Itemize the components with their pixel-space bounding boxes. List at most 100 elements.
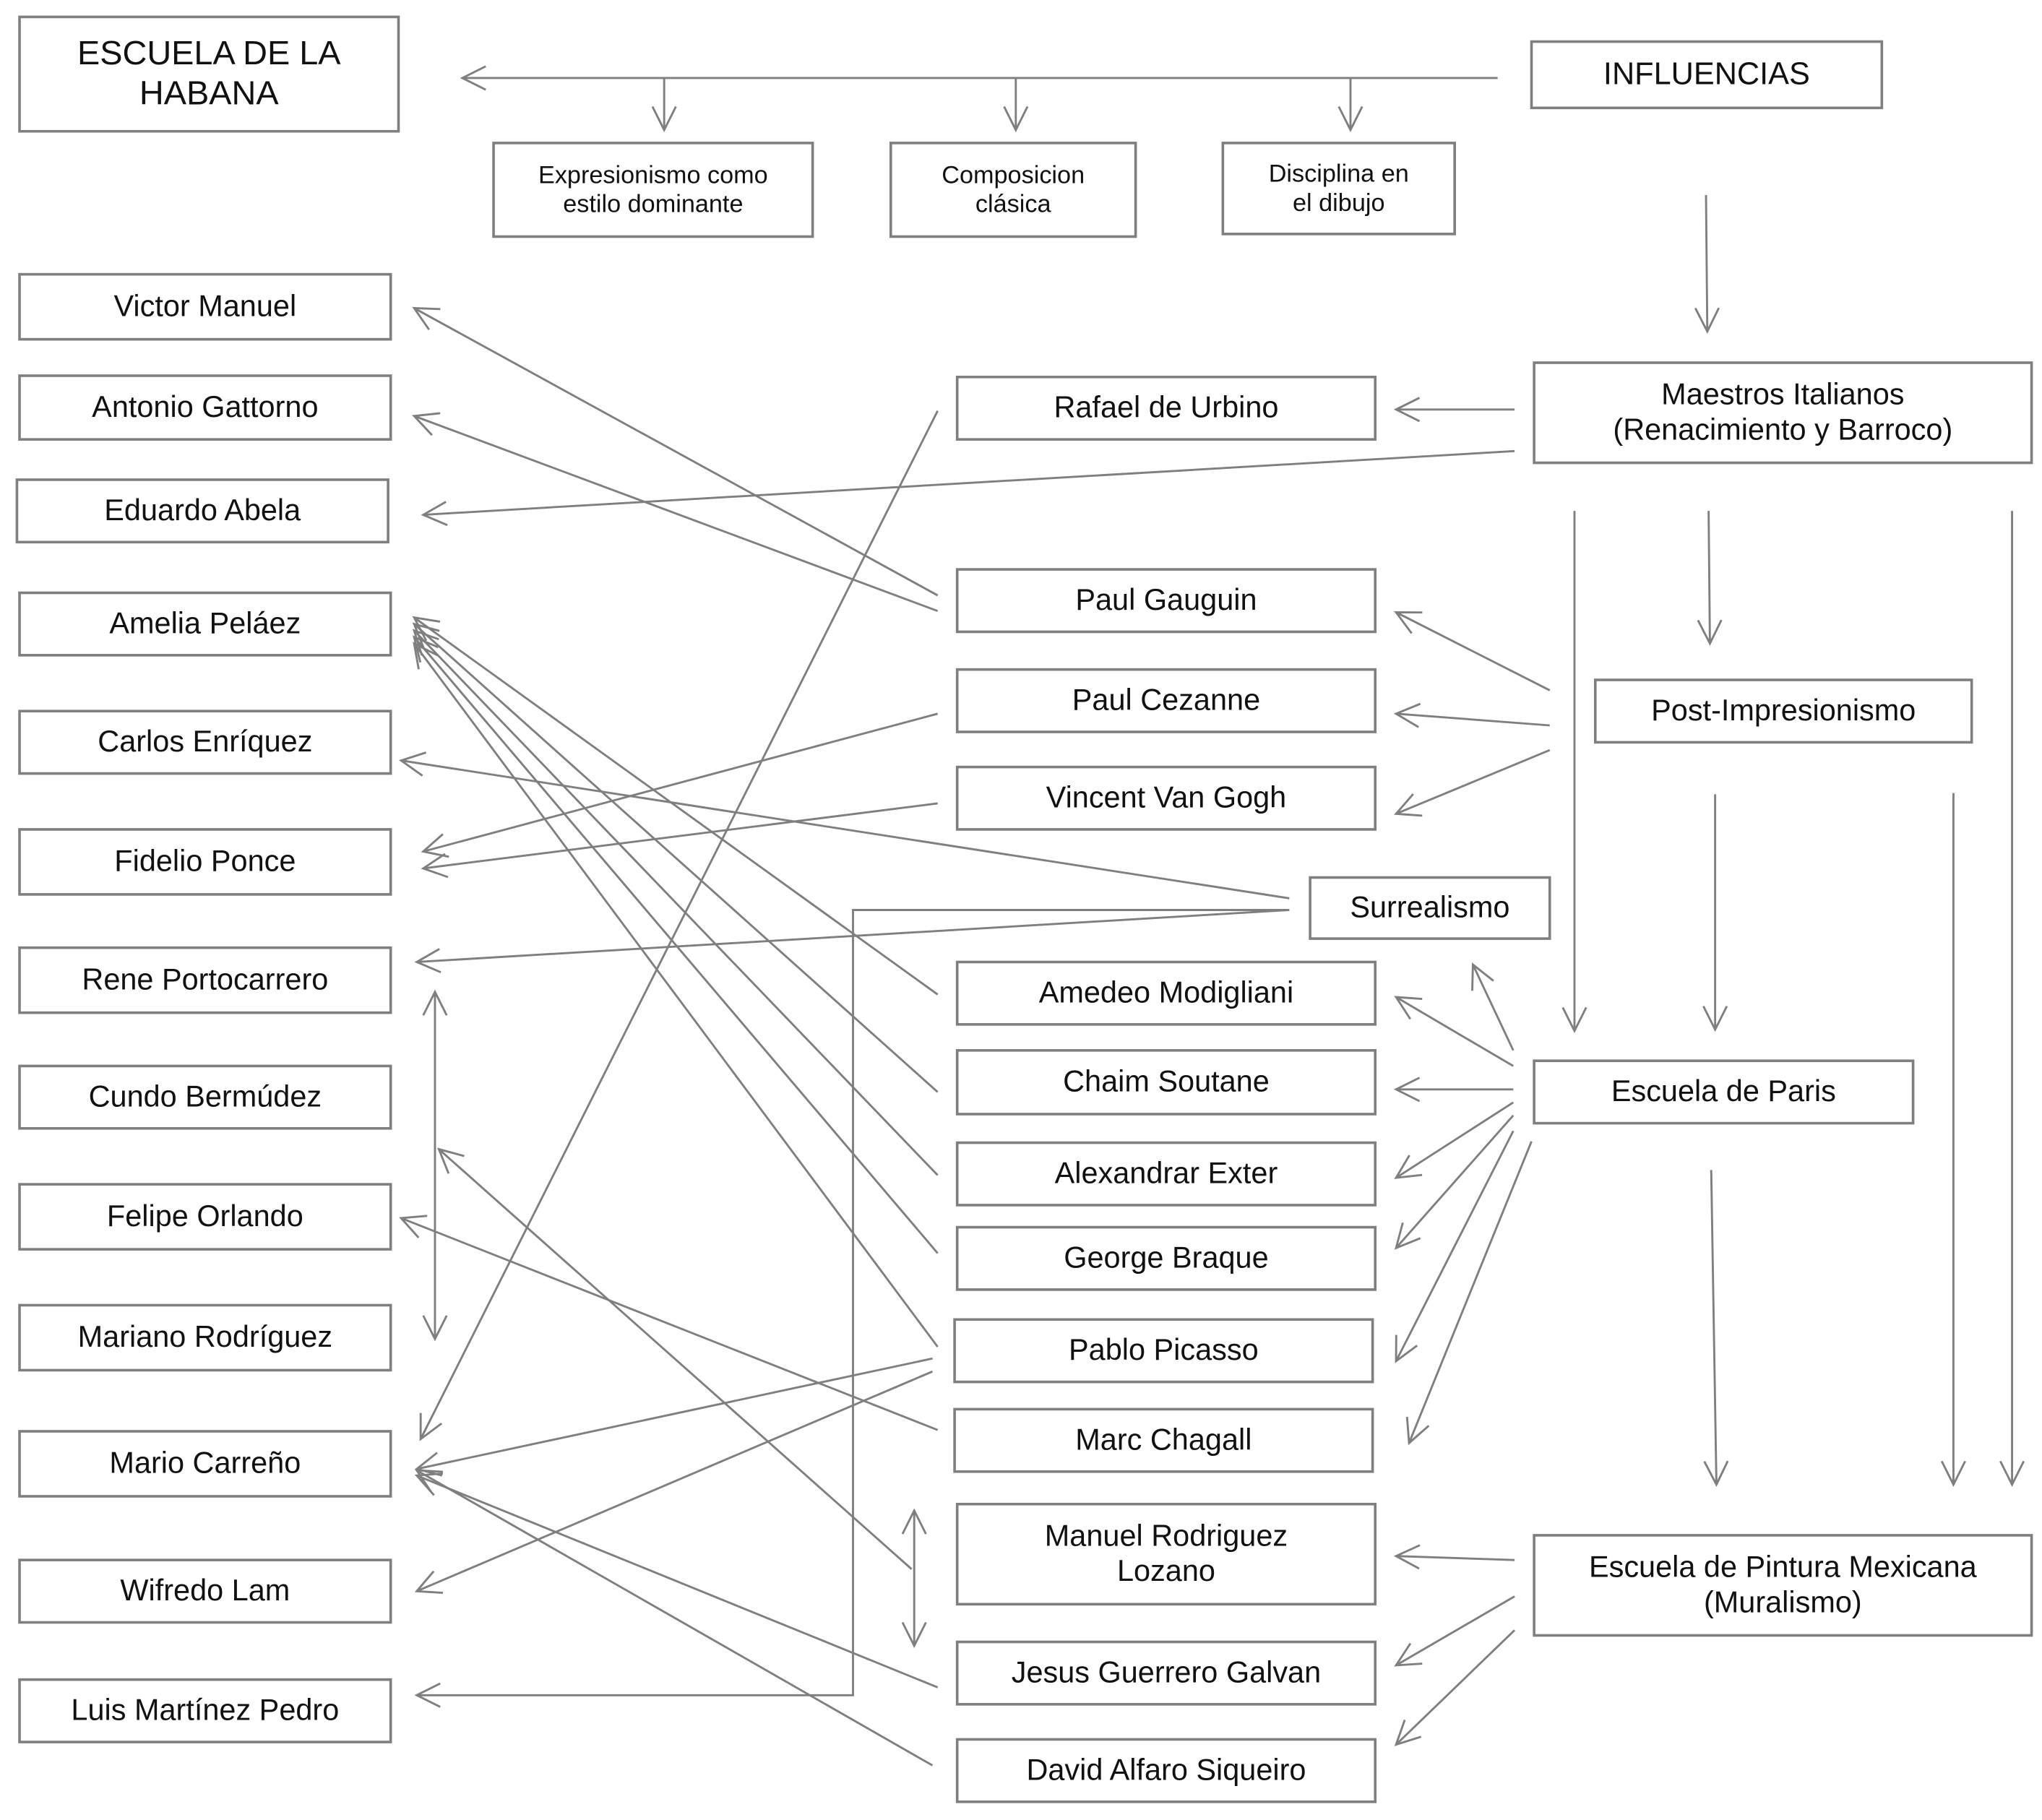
node-label: David Alfaro Siqueiro bbox=[1026, 1753, 1306, 1786]
node-box bbox=[18, 1303, 392, 1372]
edge-surrealismo-to-martinez bbox=[416, 909, 1290, 1696]
node-gattorno: Antonio Gattorno bbox=[18, 374, 392, 441]
node-box bbox=[1533, 361, 2033, 465]
node-label: Disciplina en bbox=[1269, 160, 1409, 188]
edge-cezanne-to-ponce bbox=[423, 712, 939, 853]
node-label: Fidelio Ponce bbox=[114, 845, 296, 878]
arrowhead-icon bbox=[1394, 996, 1423, 1020]
node-label: Rene Portocarrero bbox=[82, 962, 328, 996]
edge-influencias-to-italianos bbox=[1705, 194, 1709, 332]
node-soutane: Chaim Soutane bbox=[955, 1049, 1377, 1116]
node-box bbox=[955, 1502, 1377, 1606]
node-box bbox=[955, 568, 1377, 634]
edge-postimp-to-gauguin bbox=[1395, 611, 1551, 691]
arrowhead-icon bbox=[421, 501, 448, 527]
node-box bbox=[1594, 678, 1973, 744]
arrowhead-icon bbox=[1394, 611, 1423, 634]
arrowhead-icon bbox=[1394, 793, 1423, 817]
node-label: HABANA bbox=[139, 74, 279, 111]
node-box bbox=[1533, 1059, 1915, 1125]
node-box bbox=[955, 765, 1377, 831]
node-surrealismo: Surrealismo bbox=[1309, 876, 1551, 940]
arrowhead-icon bbox=[421, 833, 449, 858]
node-label: (Muralismo) bbox=[1704, 1585, 1862, 1618]
node-label: Alexandrar Exter bbox=[1055, 1157, 1278, 1190]
node-label: Escuela de Pintura Mexicana bbox=[1589, 1551, 1978, 1584]
edge-paris-to-picasso bbox=[1395, 1130, 1515, 1362]
node-box bbox=[955, 375, 1377, 441]
node-box bbox=[18, 946, 392, 1014]
edge-postimp-to-vangogh bbox=[1395, 749, 1551, 815]
edge-modigliani-to-pelaez bbox=[413, 616, 939, 996]
node-box bbox=[889, 142, 1137, 238]
node-label: Escuela de Paris bbox=[1611, 1074, 1836, 1108]
edges-layer bbox=[398, 65, 2025, 1767]
arrowhead-icon bbox=[1393, 702, 1421, 728]
node-modigliani: Amedeo Modigliani bbox=[955, 960, 1377, 1026]
node-label: (Renacimiento y Barroco) bbox=[1613, 413, 1952, 446]
edge-postimp-to-cezanne bbox=[1395, 712, 1550, 727]
node-gauguin: Paul Gauguin bbox=[955, 568, 1377, 634]
node-box bbox=[1309, 876, 1551, 940]
node-mexicana: Escuela de Pintura Mexicana(Muralismo) bbox=[1533, 1534, 2033, 1637]
node-label: Mariano Rodríguez bbox=[78, 1320, 332, 1353]
node-label: Antonio Gattorno bbox=[92, 390, 318, 423]
edge-soutane-to-pelaez bbox=[413, 623, 939, 1093]
node-box bbox=[18, 1183, 392, 1251]
node-box bbox=[18, 374, 392, 441]
arrowhead-icon bbox=[1393, 1544, 1421, 1570]
edge-mexicana-to-guerrero bbox=[1395, 1595, 1515, 1667]
node-label: Manuel Rodriguez bbox=[1045, 1519, 1288, 1552]
arrowhead-icon bbox=[1561, 1006, 1587, 1034]
node-box bbox=[955, 1141, 1377, 1207]
edge-mexicana-to-siqueiro bbox=[1395, 1629, 1516, 1746]
edge-lozano-to-bermudez bbox=[438, 1148, 913, 1570]
node-victor: Victor Manuel bbox=[18, 272, 392, 341]
edge-chagall-to-orlando bbox=[400, 1217, 939, 1431]
node-label: ESCUELA DE LA bbox=[77, 34, 341, 72]
arrowhead-icon bbox=[1694, 307, 1720, 335]
edge-picasso-to-carreno bbox=[416, 1357, 933, 1470]
node-braque: George Braque bbox=[955, 1225, 1377, 1291]
arrowhead-icon bbox=[1003, 105, 1029, 133]
node-box bbox=[955, 1738, 1377, 1803]
node-box bbox=[492, 142, 814, 238]
edge-gauguin-to-victor bbox=[413, 307, 939, 597]
node-box bbox=[15, 478, 389, 544]
node-label: Post-Impresionismo bbox=[1651, 694, 1916, 727]
edge-paris-to-chagall bbox=[1408, 1141, 1533, 1444]
edge-gauguin-to-gattorno bbox=[413, 415, 939, 613]
arrowhead-icon bbox=[412, 412, 441, 436]
node-box bbox=[18, 1558, 392, 1624]
arrowhead-icon bbox=[413, 635, 439, 663]
node-box bbox=[955, 960, 1377, 1026]
node-box bbox=[955, 1640, 1377, 1706]
arrowhead-icon bbox=[1999, 1460, 2025, 1488]
node-rafael: Rafael de Urbino bbox=[955, 375, 1377, 441]
arrowhead-icon bbox=[422, 1315, 448, 1342]
edge-guerrero-to-carreno bbox=[416, 1474, 939, 1689]
node-guerrero: Jesus Guerrero Galvan bbox=[955, 1640, 1377, 1706]
arrowhead-icon bbox=[421, 853, 449, 879]
arrowhead-icon bbox=[1940, 1460, 1966, 1488]
arrowhead-icon bbox=[413, 642, 439, 670]
arrowhead-icon bbox=[422, 989, 448, 1016]
arrowhead-icon bbox=[414, 1570, 444, 1594]
node-label: Cundo Bermúdez bbox=[89, 1079, 322, 1113]
edge-paris-to-modigliani bbox=[1395, 996, 1514, 1067]
node-picasso: Pablo Picasso bbox=[953, 1318, 1374, 1384]
node-label: Carlos Enríquez bbox=[98, 725, 312, 758]
node-postimp: Post-Impresionismo bbox=[1594, 678, 1973, 744]
node-abela: Eduardo Abela bbox=[15, 478, 389, 544]
arrowhead-icon bbox=[412, 306, 441, 331]
node-box bbox=[18, 1678, 392, 1743]
node-label: Paul Gauguin bbox=[1075, 583, 1257, 616]
arrowhead-icon bbox=[1394, 1155, 1423, 1179]
edge-italianos-to-abela bbox=[423, 449, 1515, 516]
